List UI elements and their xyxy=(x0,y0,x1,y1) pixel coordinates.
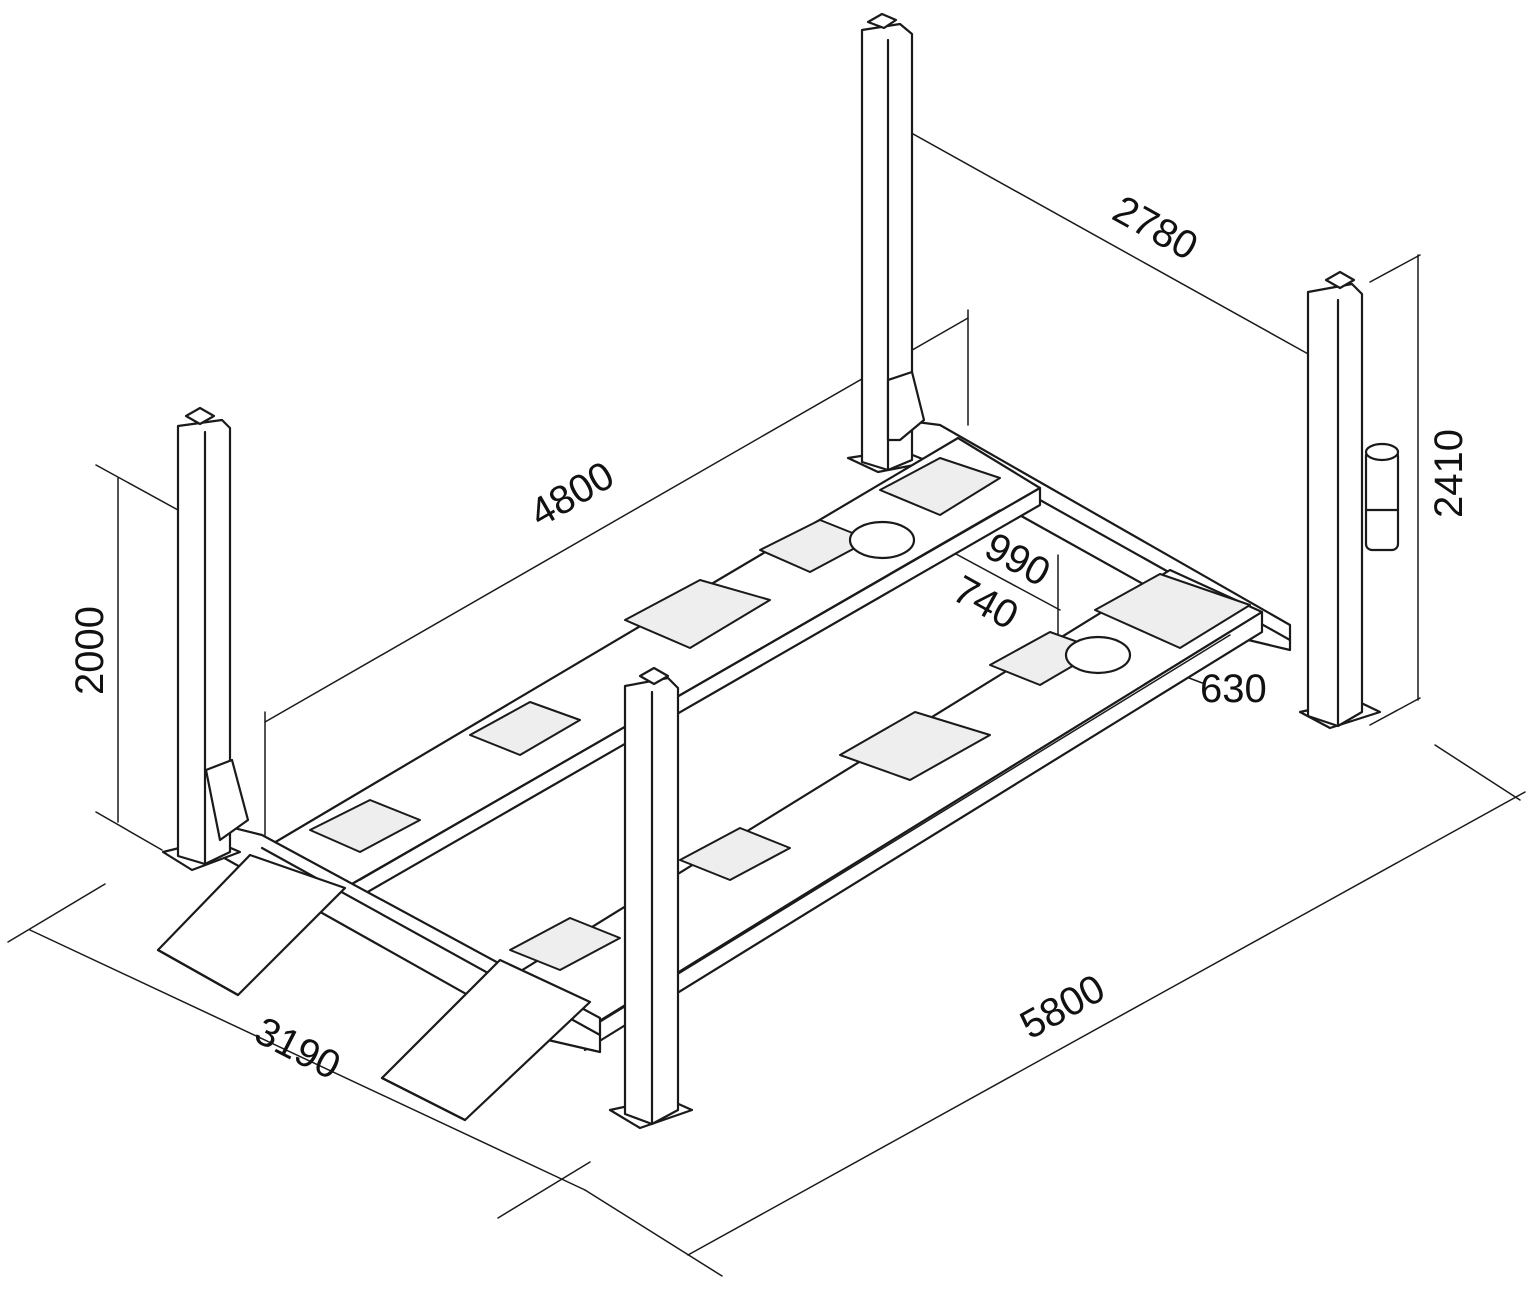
dim-label-5800: 5800 xyxy=(1013,966,1112,1048)
dim-ext-2000-bottom xyxy=(95,811,163,851)
dim-line-5800 xyxy=(687,791,1526,1256)
runway-right xyxy=(488,568,1264,1052)
dim-ext-5800-back xyxy=(1434,744,1521,801)
dim-label-2780: 2780 xyxy=(1106,187,1205,269)
dim-ext-3190-left xyxy=(7,883,106,943)
turntable-right-icon xyxy=(1064,635,1132,675)
dim-line-4800 xyxy=(264,317,969,723)
dim-label-2410: 2410 xyxy=(1427,429,1471,518)
dim-ext-5800-front xyxy=(584,1189,723,1277)
post-front-right xyxy=(608,666,694,1130)
runway-left xyxy=(260,436,1042,907)
dimension-lines xyxy=(7,119,1526,1277)
dim-label-4800: 4800 xyxy=(523,453,622,536)
post-back-left xyxy=(846,12,932,474)
dim-label-630: 630 xyxy=(1200,667,1267,711)
post-back-right xyxy=(1298,270,1400,730)
dim-ext-2000-top xyxy=(95,464,179,511)
post-front-left xyxy=(161,406,250,872)
dim-label-3190: 3190 xyxy=(248,1009,347,1089)
dim-line-3190 xyxy=(29,929,586,1191)
dim-ext-3190-right xyxy=(497,1161,591,1219)
turntable-left-icon xyxy=(848,520,916,560)
motor-icon xyxy=(1364,448,1400,552)
dim-line-2780 xyxy=(887,119,1311,356)
dim-label-2000: 2000 xyxy=(68,606,112,695)
dim-ext-2410-bottom xyxy=(1369,697,1421,726)
dim-ext-2410-top xyxy=(1369,254,1421,283)
ramps xyxy=(156,853,592,1122)
